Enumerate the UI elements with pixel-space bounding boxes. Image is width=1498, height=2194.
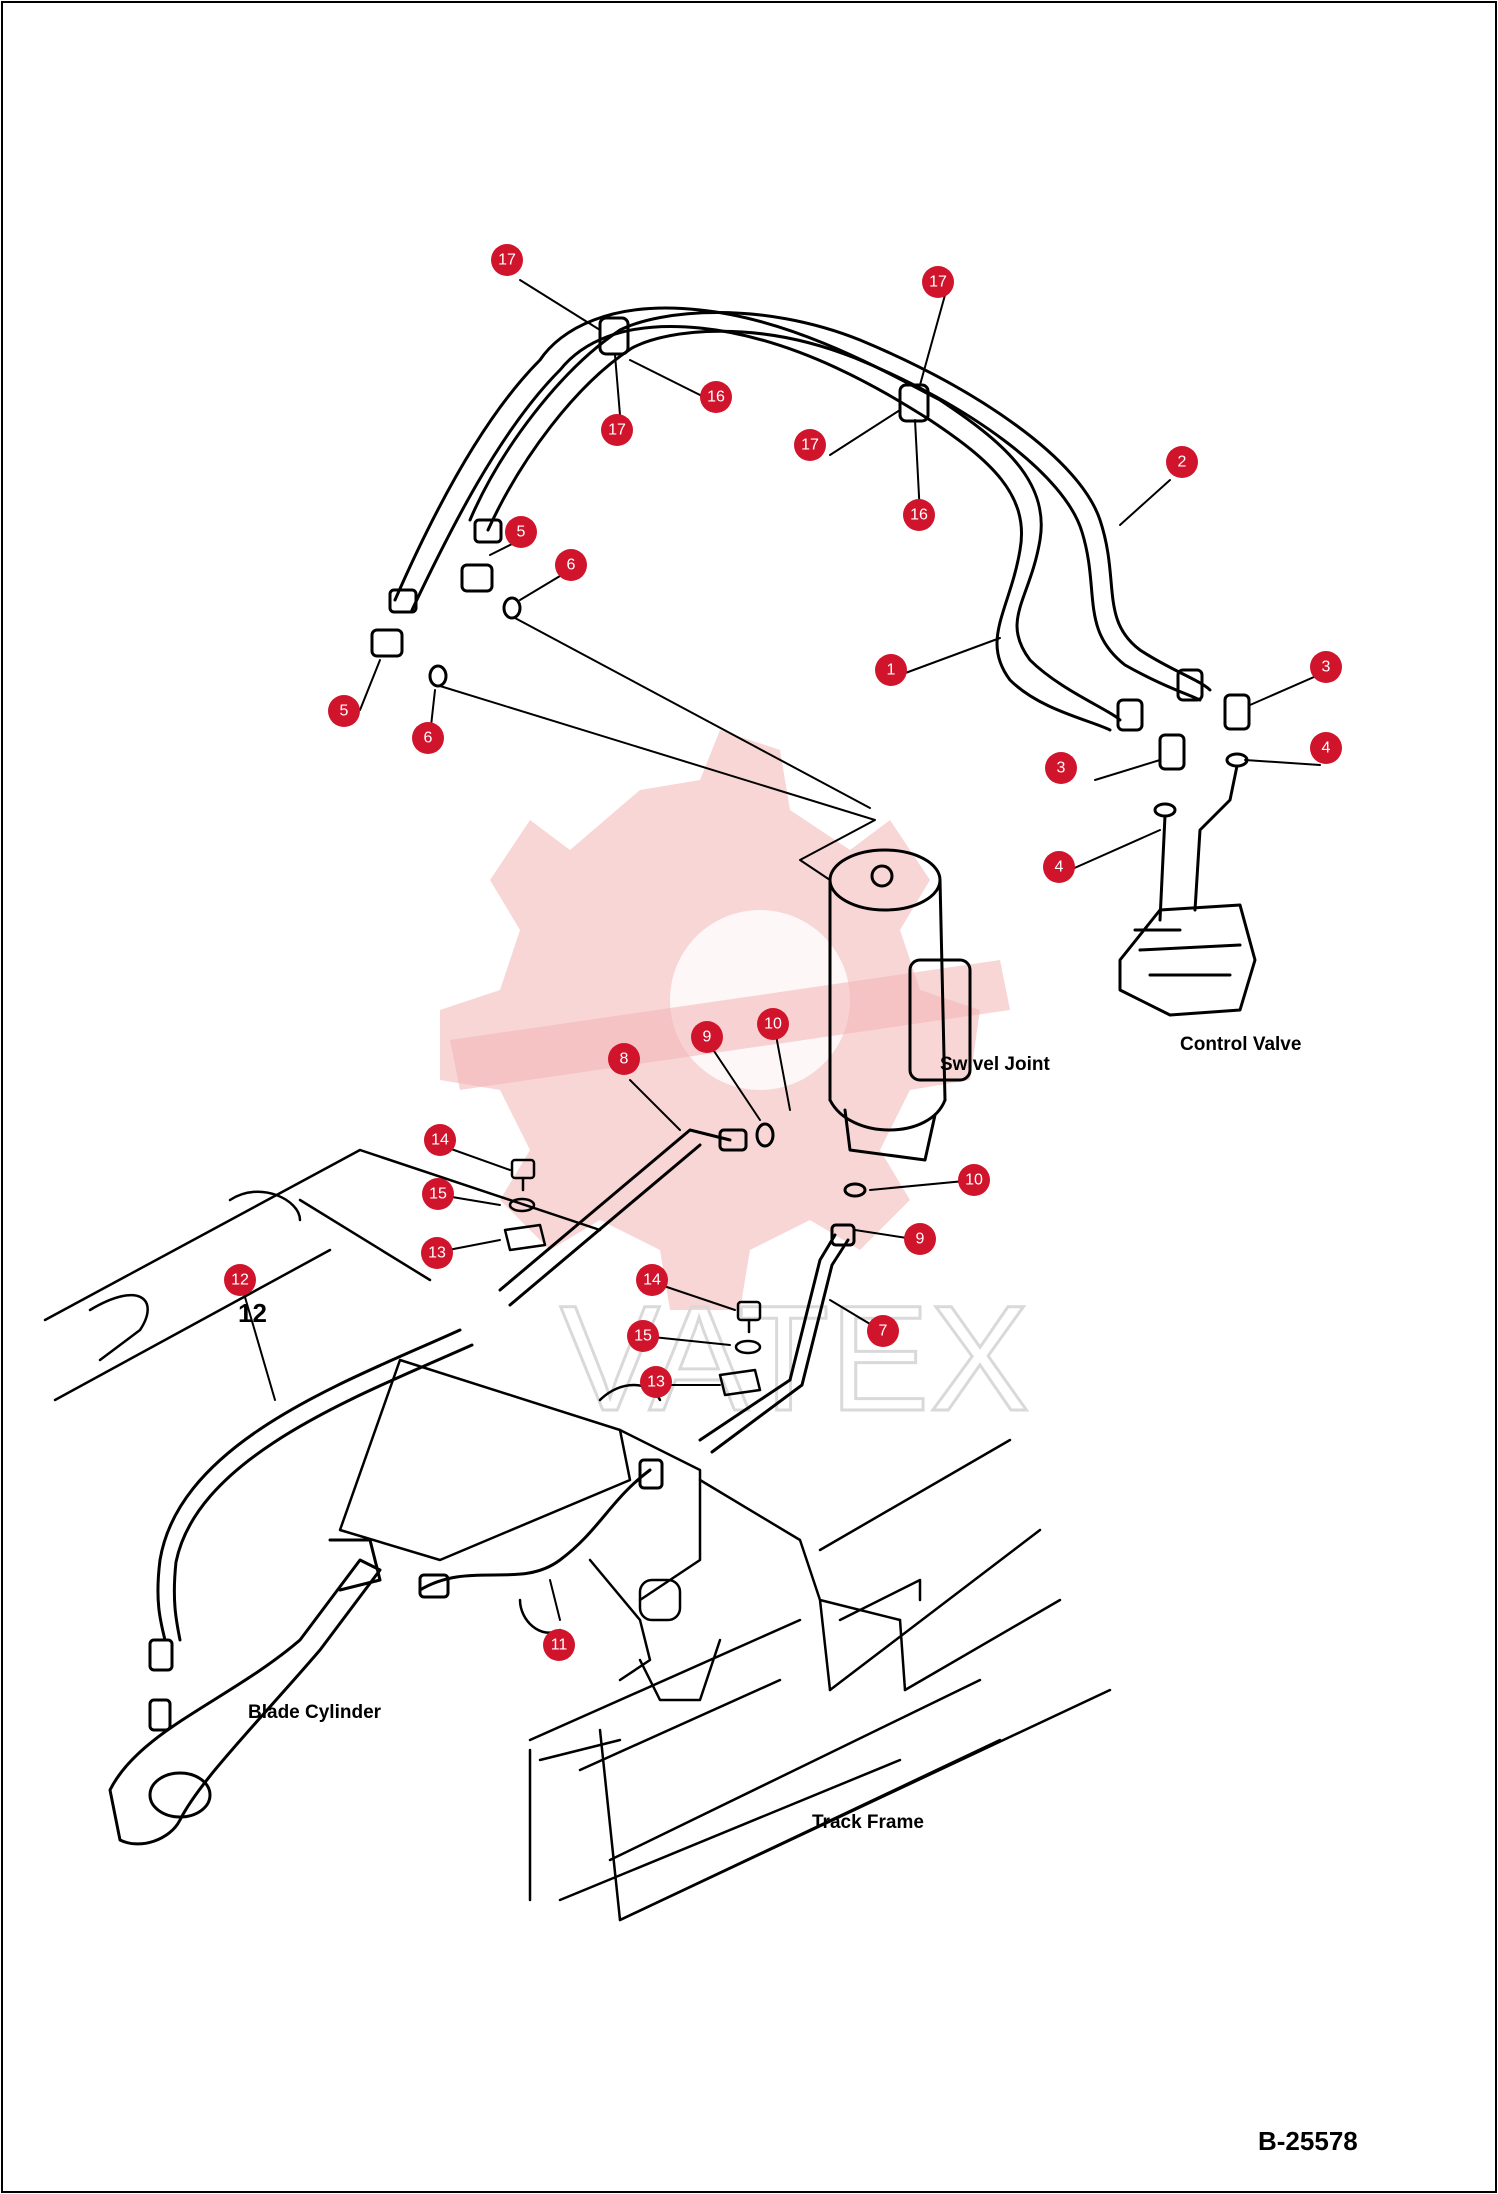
clamp-bolt-group-left	[503, 1158, 547, 1252]
callout-5b[interactable]: 5	[328, 695, 360, 727]
drawing-number: B-25578	[1258, 2126, 1358, 2156]
callout-3b[interactable]: 3	[1045, 752, 1077, 784]
track-frame-label: Track Frame	[812, 1812, 924, 1833]
callout-16a[interactable]: 16	[700, 381, 732, 413]
svg-text:1: 1	[887, 662, 896, 679]
svg-text:15: 15	[429, 1186, 447, 1203]
callout-1[interactable]: 1	[875, 654, 907, 686]
callout-6a[interactable]: 6	[555, 549, 587, 581]
svg-text:4: 4	[1055, 859, 1064, 876]
svg-text:13: 13	[647, 1374, 665, 1391]
callout-10b[interactable]: 10	[958, 1164, 990, 1196]
callout-13a[interactable]: 13	[421, 1237, 453, 1269]
blade-cylinder-drawing	[108, 1538, 382, 1846]
svg-text:16: 16	[707, 389, 725, 406]
svg-text:10: 10	[965, 1172, 983, 1189]
swivel-joint-drawing	[828, 848, 972, 1162]
callout-17a[interactable]: 17	[491, 244, 523, 276]
svg-text:17: 17	[498, 252, 516, 269]
svg-text:3: 3	[1057, 760, 1066, 777]
callout-11[interactable]: 11	[543, 1629, 575, 1661]
callout-14a[interactable]: 14	[424, 1124, 456, 1156]
clamp-bolt-group-right	[718, 1300, 762, 1397]
callout-17c[interactable]: 17	[601, 414, 633, 446]
callout-12[interactable]: 12	[224, 1264, 256, 1296]
callout-6b[interactable]: 6	[412, 722, 444, 754]
callout-7[interactable]: 7	[867, 1315, 899, 1347]
watermark-gear	[440, 730, 1010, 1310]
svg-text:2: 2	[1178, 454, 1187, 471]
svg-text:12: 12	[231, 1272, 249, 1289]
callout-5a[interactable]: 5	[505, 516, 537, 548]
callout-17d[interactable]: 17	[794, 429, 826, 461]
svg-text:11: 11	[551, 1637, 568, 1654]
svg-text:5: 5	[340, 703, 349, 720]
control-valve-drawing	[1118, 903, 1257, 1017]
callout-17b[interactable]: 17	[922, 266, 954, 298]
hose-assembly-lower	[148, 1122, 867, 1672]
blade-cylinder-label: Blade Cylinder	[248, 1702, 382, 1723]
svg-text:7: 7	[879, 1323, 888, 1340]
svg-text:17: 17	[929, 274, 947, 291]
callout-9a[interactable]: 9	[691, 1021, 723, 1053]
svg-text:14: 14	[643, 1272, 661, 1289]
svg-text:9: 9	[916, 1231, 925, 1248]
part-12-printed-label: 12	[238, 1298, 267, 1328]
svg-text:13: 13	[428, 1245, 446, 1262]
callout-13b[interactable]: 13	[640, 1366, 672, 1398]
svg-text:15: 15	[634, 1328, 652, 1345]
svg-text:6: 6	[424, 730, 433, 747]
callout-4b[interactable]: 4	[1043, 851, 1075, 883]
svg-text:9: 9	[703, 1029, 712, 1046]
svg-text:17: 17	[608, 422, 626, 439]
svg-text:8: 8	[620, 1051, 629, 1068]
callout-16b[interactable]: 16	[903, 499, 935, 531]
svg-text:14: 14	[431, 1132, 449, 1149]
svg-text:4: 4	[1322, 740, 1331, 757]
callout-4a[interactable]: 4	[1310, 732, 1342, 764]
callout-2[interactable]: 2	[1166, 446, 1198, 478]
callout-15a[interactable]: 15	[422, 1178, 454, 1210]
callout-9b[interactable]: 9	[904, 1223, 936, 1255]
callout-14b[interactable]: 14	[636, 1264, 668, 1296]
callout-15b[interactable]: 15	[627, 1320, 659, 1352]
callout-10a[interactable]: 10	[757, 1008, 789, 1040]
control-valve-label: Control Valve	[1180, 1034, 1301, 1055]
svg-text:3: 3	[1322, 659, 1331, 676]
svg-text:5: 5	[517, 524, 526, 541]
svg-text:16: 16	[910, 507, 928, 524]
svg-text:6: 6	[567, 557, 576, 574]
hose-assembly-upper	[370, 306, 1251, 922]
callout-3a[interactable]: 3	[1310, 651, 1342, 683]
chassis-frame-drawing	[43, 1148, 1112, 1922]
svg-text:17: 17	[801, 437, 819, 454]
svg-text:10: 10	[764, 1016, 782, 1033]
swivel-joint-label: Swivel Joint	[940, 1054, 1050, 1075]
callout-8[interactable]: 8	[608, 1043, 640, 1075]
